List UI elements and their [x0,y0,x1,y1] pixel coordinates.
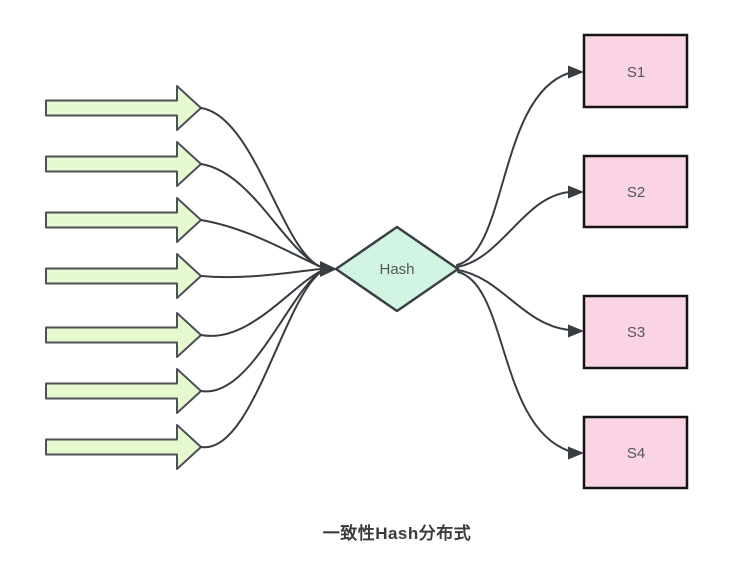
server-label-s1: S1 [627,64,645,81]
connector-input-2 [200,163,322,268]
server-box-s1 [582,33,689,109]
connector-input-6 [200,270,322,393]
input-arrow-5 [45,312,202,358]
connector-input-3 [200,219,322,268]
server-label-s3: S3 [627,324,645,341]
input-arrows [45,85,202,470]
connector-input-5 [200,270,322,337]
hash-node: Hash [334,225,460,313]
connector-input-1 [200,107,322,268]
connector-to-s1 [456,72,570,266]
server-nodes: S1 S2 S3 S4 [582,33,689,490]
server-box-s4 [582,415,689,490]
server-label-s4: S4 [627,445,645,462]
connector-input-4 [200,268,322,279]
connector-to-s3 [457,269,570,331]
arrowhead-s4 [568,446,584,460]
server-box-s3 [582,294,689,370]
hash-diamond-shape [334,225,460,313]
connector-to-s4 [457,271,570,452]
input-arrow-4 [45,253,202,299]
hash-node-label: Hash [379,261,414,278]
input-arrow-2 [45,141,202,187]
arrowhead-s2 [568,185,584,199]
input-arrow-3 [45,197,202,243]
arrowhead-s3 [568,324,584,338]
connector-to-s2 [456,191,570,268]
input-arrow-1 [45,85,202,131]
diagram-title: 一致性Hash分布式 [322,524,472,543]
input-arrow-6 [45,368,202,414]
connector-input-7 [200,271,322,449]
server-label-s2: S2 [627,184,645,201]
input-connectors [200,107,337,449]
input-arrow-7 [45,424,202,470]
server-box-s2 [582,154,689,229]
output-connectors [456,65,584,460]
arrowhead-s1 [568,65,584,79]
arrowhead-into-hash [320,261,337,277]
